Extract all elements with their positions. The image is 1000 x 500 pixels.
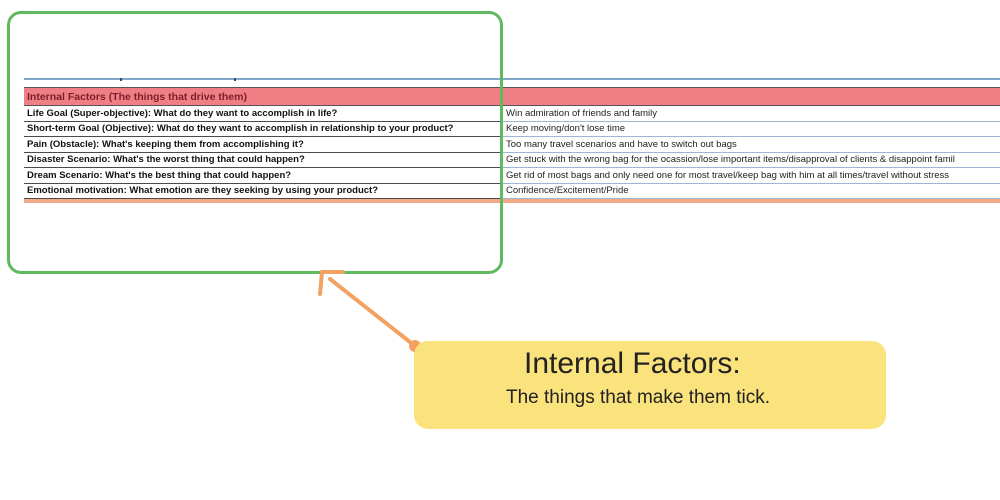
- callout-title: Internal Factors:: [524, 347, 741, 380]
- table-row: Disaster Scenario: What's the worst thin…: [24, 152, 1000, 168]
- table-row: Pain (Obstacle): What's keeping them fro…: [24, 136, 1000, 153]
- arrow-line: [328, 277, 417, 348]
- arrow-head: [318, 270, 345, 296]
- callout-box: Internal Factors: The things that make t…: [414, 341, 886, 429]
- table-row: Life Goal (Super-objective): What do the…: [24, 105, 1000, 122]
- column-divider-tick: [120, 78, 122, 81]
- table-row: Emotional motivation: What emotion are t…: [24, 183, 1000, 199]
- highlight-box: [7, 11, 503, 274]
- answer-cell[interactable]: Win admiration of friends and family: [502, 105, 1000, 122]
- table-header-empty-cell[interactable]: [502, 87, 1000, 106]
- callout-subtitle: The things that make them tick.: [506, 387, 771, 408]
- table-row: Short-term Goal (Objective): What do the…: [24, 121, 1000, 137]
- answer-cell[interactable]: Get rid of most bags and only need one f…: [502, 167, 1000, 184]
- spreadsheet-excerpt: Internal Factors (The things that drive …: [24, 78, 1000, 210]
- table-header-cell[interactable]: Internal Factors (The things that drive …: [24, 87, 503, 106]
- table-header-row: Internal Factors (The things that drive …: [24, 87, 1000, 106]
- answer-cell[interactable]: Get stuck with the wrong bag for the oca…: [502, 152, 1000, 168]
- sheet-bottom-border: [24, 199, 1000, 203]
- column-divider-tick: [234, 78, 236, 81]
- answer-cell[interactable]: Too many travel scenarios and have to sw…: [502, 136, 1000, 153]
- table-row: Dream Scenario: What's the best thing th…: [24, 167, 1000, 184]
- answer-cell[interactable]: Confidence/Excitement/Pride: [502, 183, 1000, 199]
- sheet-top-border: [24, 78, 1000, 81]
- answer-cell[interactable]: Keep moving/don't lose time: [502, 121, 1000, 137]
- internal-factors-table: Internal Factors (The things that drive …: [24, 87, 1000, 199]
